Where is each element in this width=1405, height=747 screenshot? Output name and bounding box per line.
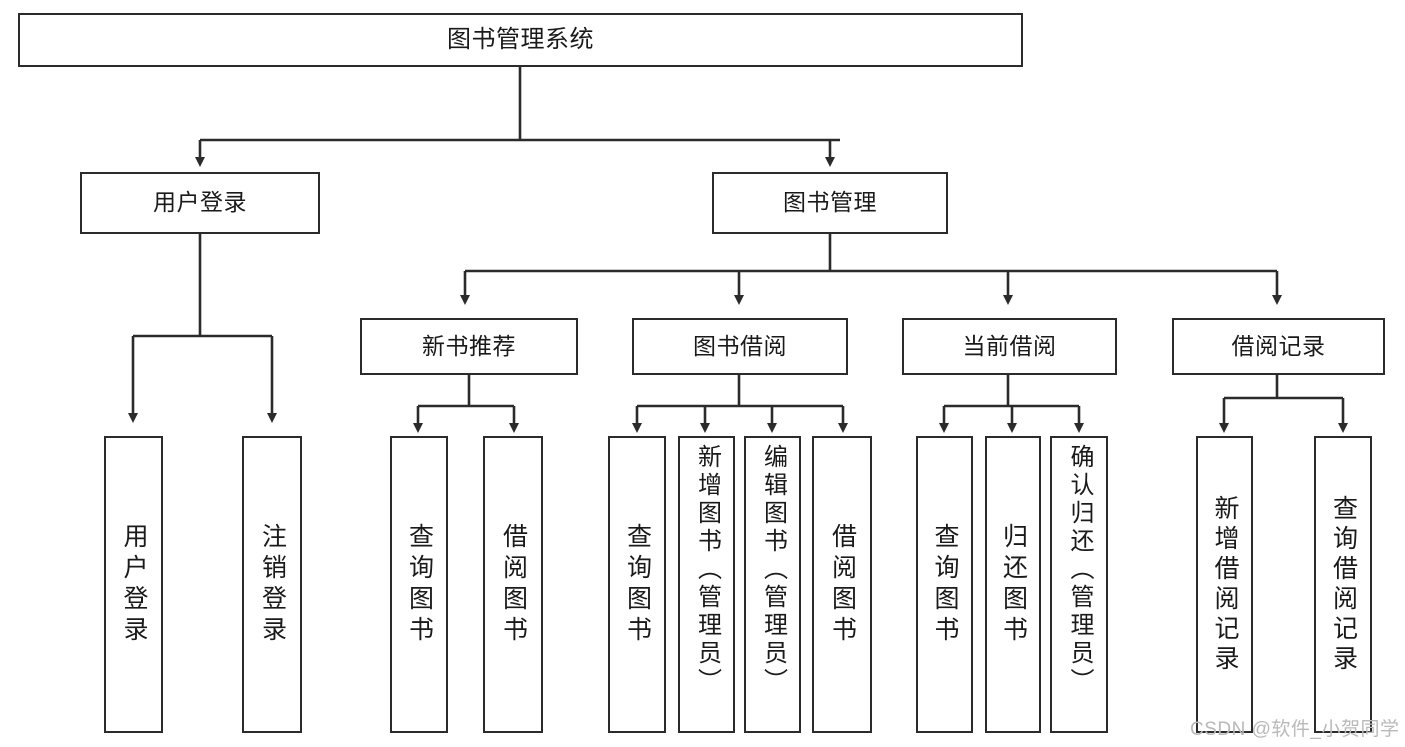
watermark: CSDN @软件_小贺同学 — [1190, 719, 1400, 740]
leaf-query-book-new[interactable]: 查询图书 — [390, 436, 448, 733]
node-label: 图书管理 — [783, 189, 877, 216]
node-borrow-record[interactable]: 借阅记录 — [1172, 318, 1385, 375]
node-label: 图书管理系统 — [447, 25, 594, 53]
leaf-add-book-admin[interactable]: 新增图书（管理员） — [678, 436, 735, 733]
node-new-book-recommend[interactable]: 新书推荐 — [360, 318, 578, 375]
leaf-confirm-return-admin[interactable]: 确认归还（管理员） — [1050, 436, 1108, 733]
node-label: 借阅记录 — [1231, 332, 1326, 359]
node-label: 新增图书（管理员） — [693, 444, 721, 696]
node-book-management[interactable]: 图书管理 — [712, 172, 948, 234]
node-label: 用户登录 — [153, 189, 247, 216]
node-label: 查询图书 — [931, 522, 959, 647]
node-label: 注销登录 — [258, 522, 287, 647]
node-label: 借阅图书 — [499, 522, 528, 647]
leaf-query-borrow-record[interactable]: 查询借阅记录 — [1314, 436, 1372, 733]
leaf-borrow-book[interactable]: 借阅图书 — [812, 436, 872, 733]
node-label: 查询借阅记录 — [1329, 494, 1358, 675]
leaf-user-login[interactable]: 用户登录 — [104, 436, 163, 733]
leaf-return-book[interactable]: 归还图书 — [985, 436, 1041, 733]
leaf-add-borrow-record[interactable]: 新增借阅记录 — [1196, 436, 1253, 733]
node-label: 图书借阅 — [693, 332, 787, 359]
leaf-edit-book-admin[interactable]: 编辑图书（管理员） — [744, 436, 801, 733]
node-label: 查询图书 — [405, 522, 434, 647]
leaf-borrow-book-new[interactable]: 借阅图书 — [483, 436, 543, 733]
node-current-borrow[interactable]: 当前借阅 — [902, 318, 1117, 375]
node-label: 归还图书 — [999, 522, 1028, 647]
node-label: 新增借阅记录 — [1211, 494, 1239, 675]
node-label: 新书推荐 — [422, 332, 516, 359]
leaf-query-book-current[interactable]: 查询图书 — [916, 436, 973, 733]
node-label: 用户登录 — [120, 522, 148, 647]
leaf-logout-login[interactable]: 注销登录 — [242, 436, 302, 733]
node-label: 确认归还（管理员） — [1066, 444, 1093, 696]
node-book-borrow[interactable]: 图书借阅 — [632, 318, 848, 375]
node-user-login[interactable]: 用户登录 — [80, 172, 320, 234]
leaf-query-book-borrow[interactable]: 查询图书 — [608, 436, 666, 733]
node-label: 编辑图书（管理员） — [759, 444, 787, 696]
node-root-book-management-system[interactable]: 图书管理系统 — [18, 13, 1023, 67]
node-label: 当前借阅 — [962, 332, 1057, 359]
node-label: 借阅图书 — [828, 522, 857, 647]
node-label: 查询图书 — [623, 522, 652, 647]
